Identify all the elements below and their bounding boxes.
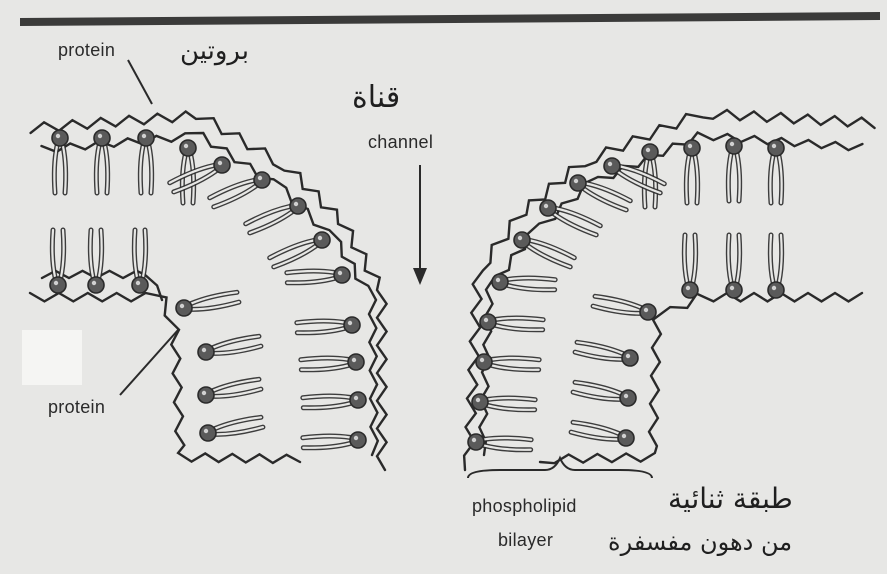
lipid-head-highlight <box>98 134 102 138</box>
lipid-head-highlight <box>730 142 734 146</box>
lipid-head <box>254 172 270 188</box>
lipid-head-highlight <box>608 162 612 166</box>
lipid-head <box>472 394 488 410</box>
lipid-head-highlight <box>688 144 692 148</box>
lipid-head-highlight <box>318 236 322 240</box>
lipid-head <box>344 317 360 333</box>
lipid-head-highlight <box>518 236 522 240</box>
bilayer-arabic-label-line2: من دهون مفسفرة <box>608 528 792 556</box>
lipid-head-highlight <box>624 394 628 398</box>
lipid-head-highlight <box>184 144 188 148</box>
lipid-head-highlight <box>686 286 690 290</box>
bilayer-arabic-label-line1: طبقة ثنائية <box>668 482 793 515</box>
lipid-head <box>348 354 364 370</box>
lipid-head-highlight <box>294 202 298 206</box>
lipid-head-highlight <box>202 348 206 352</box>
lipid-head-highlight <box>348 321 352 325</box>
lipid-head <box>180 140 196 156</box>
lipid-head <box>540 200 556 216</box>
lipid-head <box>88 277 104 293</box>
lipid-head <box>726 282 742 298</box>
lipid-head <box>620 390 636 406</box>
lipid-head <box>640 304 656 320</box>
lipid-head <box>768 140 784 156</box>
lipid-head-highlight <box>772 286 776 290</box>
lipid-head <box>350 432 366 448</box>
lipid-head-highlight <box>544 204 548 208</box>
lipid-head-highlight <box>258 176 262 180</box>
lipid-head <box>492 274 508 290</box>
lipid-head-highlight <box>730 286 734 290</box>
lipid-head <box>314 232 330 248</box>
channel-label: channel <box>368 132 433 153</box>
lipid-head <box>350 392 366 408</box>
lipid-head-highlight <box>142 134 146 138</box>
lipid-head-highlight <box>476 398 480 402</box>
channel-arabic-label: قناة <box>352 80 400 115</box>
lipid-head-highlight <box>480 358 484 362</box>
protein-top-label: protein <box>58 40 115 61</box>
lipid-head <box>290 198 306 214</box>
lipid-head <box>138 130 154 146</box>
lipid-head <box>768 282 784 298</box>
lipid-head <box>334 267 350 283</box>
lipid-head-highlight <box>338 271 342 275</box>
lipid-head-highlight <box>644 308 648 312</box>
lipid-head <box>132 277 148 293</box>
lipid-head-highlight <box>574 179 578 183</box>
lipid-head-highlight <box>180 304 184 308</box>
lipid-head-highlight <box>202 391 206 395</box>
lipid-head <box>682 282 698 298</box>
lipid-head-highlight <box>484 318 488 322</box>
scan-smudge <box>22 330 82 385</box>
lipid-head <box>726 138 742 154</box>
lipid-head <box>642 144 658 160</box>
lipid-head-highlight <box>626 354 630 358</box>
lipid-head <box>476 354 492 370</box>
lipid-head <box>480 314 496 330</box>
lipid-head <box>468 434 484 450</box>
lipid-head <box>604 158 620 174</box>
channel-arrow-head <box>413 268 427 285</box>
lipid-head <box>514 232 530 248</box>
lipid-head-highlight <box>136 281 140 285</box>
lipid-head-highlight <box>204 429 208 433</box>
lipid-head <box>176 300 192 316</box>
lipid-head-highlight <box>772 144 776 148</box>
scan-top-edge <box>20 12 880 26</box>
protein-left-label: protein <box>48 397 105 418</box>
lipid-head <box>52 130 68 146</box>
lipid-head-highlight <box>354 436 358 440</box>
lipid-head <box>684 140 700 156</box>
lipid-head <box>214 157 230 173</box>
lipid-head-highlight <box>352 358 356 362</box>
lipid-head <box>200 425 216 441</box>
lipid-head-highlight <box>472 438 476 442</box>
phospholipid-label: phospholipid <box>472 496 577 517</box>
phospholipid-membrane <box>30 110 875 470</box>
lipid-head <box>570 175 586 191</box>
lipid-head-highlight <box>54 281 58 285</box>
protein-top-leader <box>128 60 152 104</box>
protein-top-arabic-label: بروتين <box>180 36 249 66</box>
lipid-head-highlight <box>646 148 650 152</box>
lipid-head <box>198 344 214 360</box>
lipid-head-highlight <box>218 161 222 165</box>
lipid-head <box>622 350 638 366</box>
lipid-head-highlight <box>354 396 358 400</box>
bilayer-label: bilayer <box>498 530 553 551</box>
lipid-head-highlight <box>56 134 60 138</box>
lipid-head <box>198 387 214 403</box>
protein-left-leader <box>120 330 178 395</box>
lipid-head-highlight <box>92 281 96 285</box>
lipid-head <box>50 277 66 293</box>
lipid-head-highlight <box>622 434 626 438</box>
lipid-head <box>94 130 110 146</box>
lipid-head-highlight <box>496 278 500 282</box>
lipid-head <box>618 430 634 446</box>
